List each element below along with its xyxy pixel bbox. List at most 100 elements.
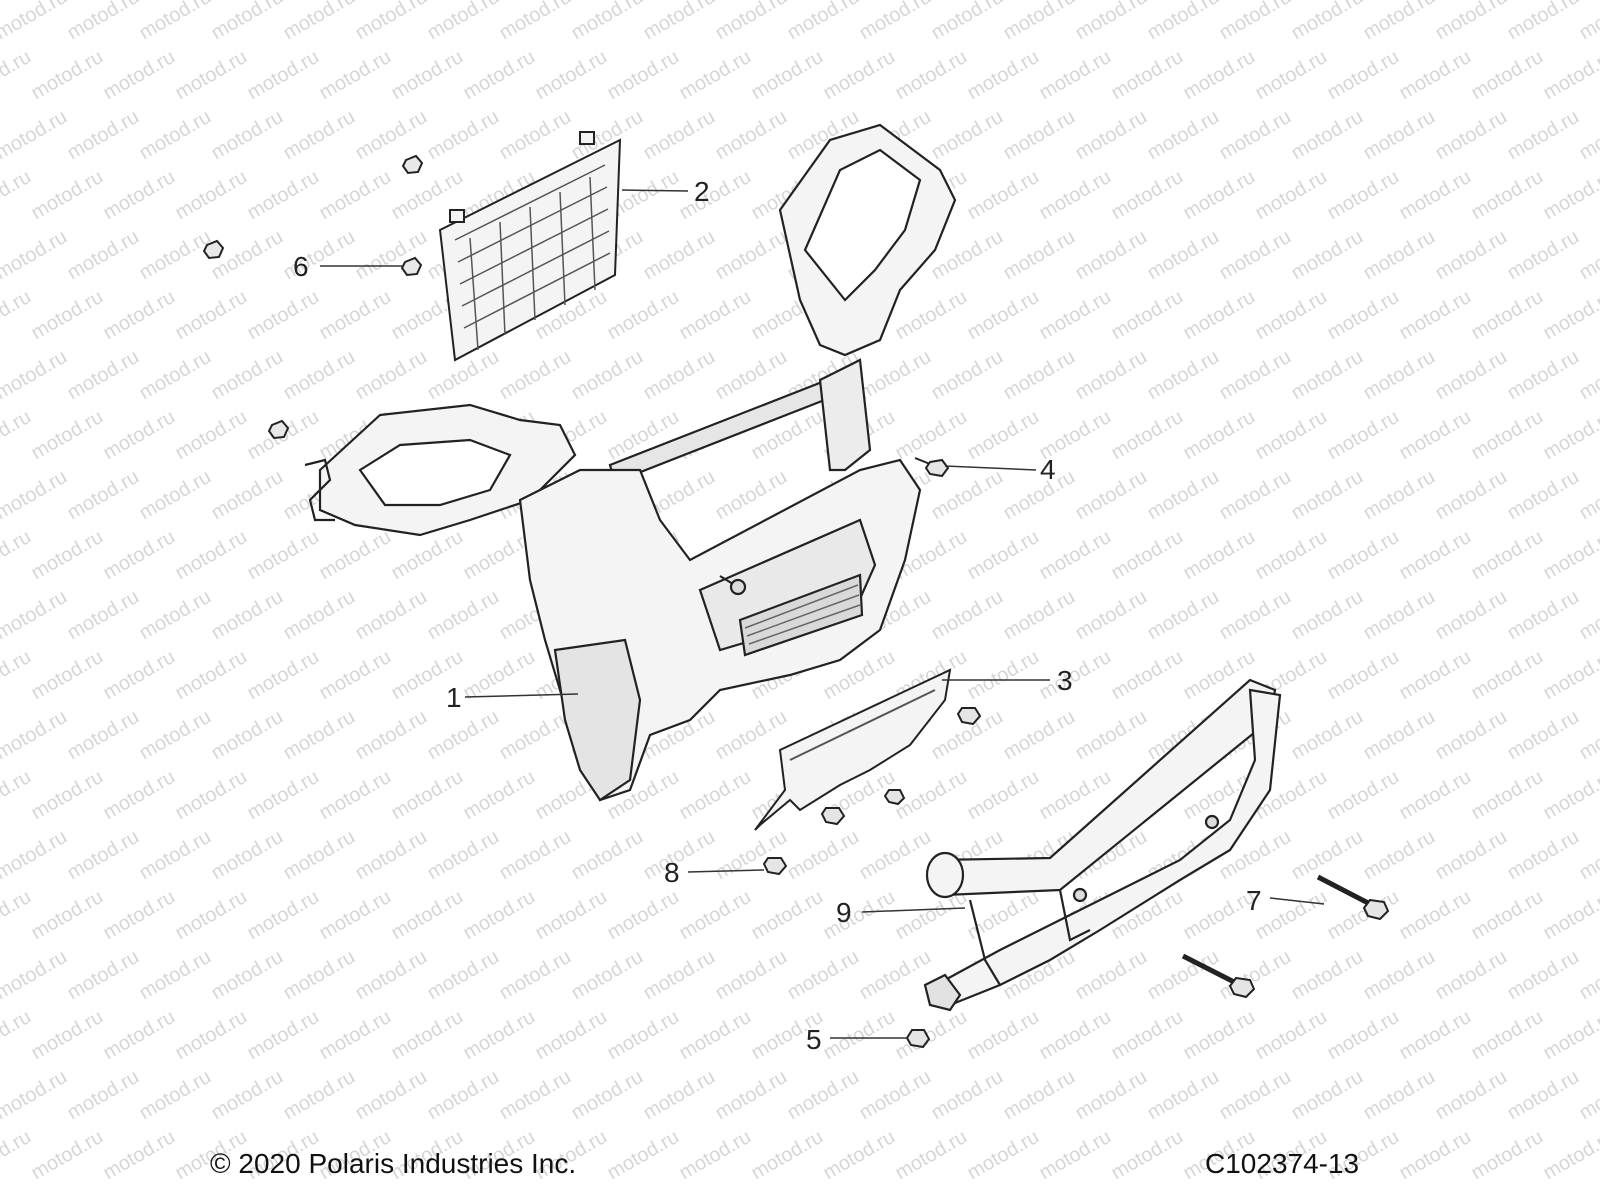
watermark-91: motod.ru xyxy=(1036,46,1115,105)
watermark-453: motod.ru xyxy=(640,946,719,1005)
watermark-406: motod.ru xyxy=(784,826,863,885)
watermark-527: motod.ru xyxy=(676,1126,755,1185)
watermark-445: motod.ru xyxy=(64,946,143,1005)
watermark-490: motod.ru xyxy=(1540,1006,1600,1065)
watermark-349: motod.ru xyxy=(208,706,287,765)
watermark-482: motod.ru xyxy=(964,1006,1043,1065)
watermark-168: motod.ru xyxy=(1288,226,1367,285)
watermark-300: motod.ru xyxy=(208,586,287,645)
watermark-61: motod.ru xyxy=(640,0,719,44)
watermark-365: motod.ru xyxy=(1360,706,1439,765)
watermark-98: motod.ru xyxy=(1540,46,1600,105)
watermark-267: motod.ru xyxy=(1360,466,1439,525)
watermark-212: motod.ru xyxy=(928,346,1007,405)
watermark-142: motod.ru xyxy=(1180,166,1259,225)
watermark-397: motod.ru xyxy=(136,826,215,885)
watermark-177: motod.ru xyxy=(172,286,251,345)
watermark-368: motod.ru xyxy=(1576,706,1600,765)
watermark-245: motod.ru xyxy=(1540,406,1600,465)
watermark-84: motod.ru xyxy=(532,46,611,105)
watermark-268: motod.ru xyxy=(1432,466,1511,525)
callout-6: 6 xyxy=(293,251,309,282)
watermark-82: motod.ru xyxy=(388,46,467,105)
watermark-464: motod.ru xyxy=(1432,946,1511,1005)
watermark-62: motod.ru xyxy=(712,0,791,44)
watermark-531: motod.ru xyxy=(964,1126,1043,1185)
watermark-226: motod.ru xyxy=(172,406,251,465)
watermark-476: motod.ru xyxy=(532,1006,611,1065)
watermark-497: motod.ru xyxy=(280,1066,359,1125)
watermark-506: motod.ru xyxy=(928,1066,1007,1125)
watermark-380: motod.ru xyxy=(676,766,755,825)
watermark-472: motod.ru xyxy=(244,1006,323,1065)
watermark-76: motod.ru xyxy=(0,46,35,105)
watermark-209: motod.ru xyxy=(712,346,791,405)
watermark-73: motod.ru xyxy=(1504,0,1583,44)
watermark-487: motod.ru xyxy=(1324,1006,1403,1065)
watermark-437: motod.ru xyxy=(1252,886,1331,945)
watermark-146: motod.ru xyxy=(1468,166,1547,225)
watermark-276: motod.ru xyxy=(244,526,323,585)
callout-7: 7 xyxy=(1246,885,1262,916)
watermark-352: motod.ru xyxy=(424,706,503,765)
watermark-361: motod.ru xyxy=(1072,706,1151,765)
watermark-499: motod.ru xyxy=(424,1066,503,1125)
watermark-486: motod.ru xyxy=(1252,1006,1331,1065)
watermark-71: motod.ru xyxy=(1360,0,1439,44)
watermark-114: motod.ru xyxy=(928,106,1007,165)
watermark-335: motod.ru xyxy=(964,646,1043,705)
watermark-511: motod.ru xyxy=(1288,1066,1367,1125)
watermark-287: motod.ru xyxy=(1036,526,1115,585)
watermark-165: motod.ru xyxy=(1072,226,1151,285)
watermark-530: motod.ru xyxy=(892,1126,971,1185)
watermark-110: motod.ru xyxy=(640,106,719,165)
watermark-311: motod.ru xyxy=(1000,586,1079,645)
watermark-446: motod.ru xyxy=(136,946,215,1005)
watermark-454: motod.ru xyxy=(712,946,791,1005)
watermark-196: motod.ru xyxy=(1540,286,1600,345)
watermark-297: motod.ru xyxy=(0,586,71,645)
watermark-54: motod.ru xyxy=(136,0,215,44)
watermark-462: motod.ru xyxy=(1288,946,1367,1005)
watermark-270: motod.ru xyxy=(1576,466,1600,525)
watermark-291: motod.ru xyxy=(1324,526,1403,585)
watermark-314: motod.ru xyxy=(1216,586,1295,645)
watermark-426: motod.ru xyxy=(460,886,539,945)
watermark-216: motod.ru xyxy=(1216,346,1295,405)
bolt-part-4 xyxy=(914,457,950,478)
watermark-269: motod.ru xyxy=(1504,466,1583,525)
watermark-509: motod.ru xyxy=(1144,1066,1223,1125)
watermark-202: motod.ru xyxy=(208,346,287,405)
watermark-70: motod.ru xyxy=(1288,0,1367,44)
watermark-160: motod.ru xyxy=(712,226,791,285)
watermark-193: motod.ru xyxy=(1324,286,1403,345)
watermark-58: motod.ru xyxy=(424,0,503,44)
watermark-450: motod.ru xyxy=(424,946,503,1005)
watermark-92: motod.ru xyxy=(1108,46,1187,105)
watermark-115: motod.ru xyxy=(1000,106,1079,165)
watermark-374: motod.ru xyxy=(244,766,323,825)
watermark-459: motod.ru xyxy=(1072,946,1151,1005)
watermark-396: motod.ru xyxy=(64,826,143,885)
watermark-316: motod.ru xyxy=(1360,586,1439,645)
watermark-277: motod.ru xyxy=(316,526,395,585)
watermark-528: motod.ru xyxy=(748,1126,827,1185)
watermark-203: motod.ru xyxy=(280,346,359,405)
watermark-343: motod.ru xyxy=(1540,646,1600,705)
watermark-144: motod.ru xyxy=(1324,166,1403,225)
watermark-422: motod.ru xyxy=(172,886,251,945)
watermark-145: motod.ru xyxy=(1396,166,1475,225)
watermark-175: motod.ru xyxy=(28,286,107,345)
watermark-419: motod.ru xyxy=(0,886,35,945)
watermark-371: motod.ru xyxy=(28,766,107,825)
watermark-310: motod.ru xyxy=(928,586,1007,645)
watermark-189: motod.ru xyxy=(1036,286,1115,345)
watermark-477: motod.ru xyxy=(604,1006,683,1065)
watermark-455: motod.ru xyxy=(784,946,863,1005)
watermark-431: motod.ru xyxy=(820,886,899,945)
watermark-85: motod.ru xyxy=(604,46,683,105)
push-rivet-parts xyxy=(762,707,982,876)
watermark-83: motod.ru xyxy=(460,46,539,105)
watermark-278: motod.ru xyxy=(388,526,467,585)
watermark-204: motod.ru xyxy=(352,346,431,405)
